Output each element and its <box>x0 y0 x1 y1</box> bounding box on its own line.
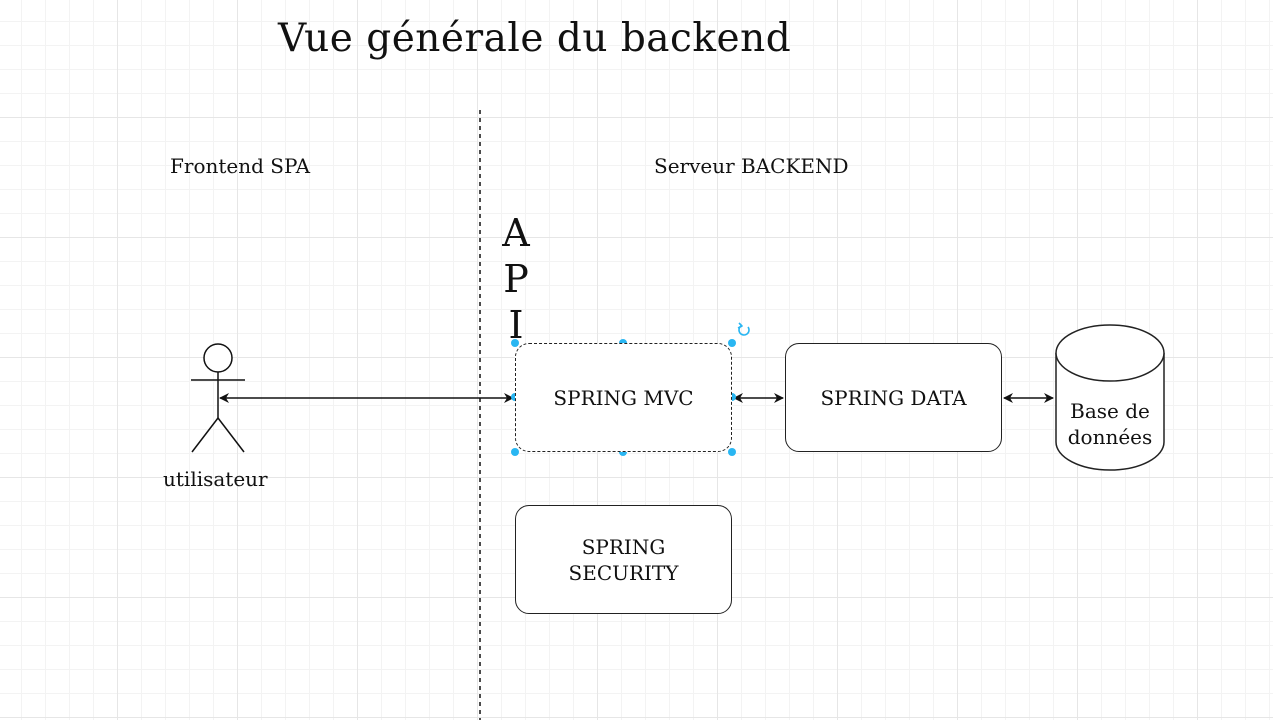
backend-zone-label: Serveur BACKEND <box>654 154 849 178</box>
spring-data-label: SPRING DATA <box>820 385 967 410</box>
resize-handle-ne <box>728 339 736 347</box>
api-vertical-label[interactable]: API <box>502 211 530 340</box>
spring-mvc-label: SPRING MVC <box>553 385 694 410</box>
database-label: Base de données <box>1067 399 1153 449</box>
diagram-title: Vue générale du backend <box>278 16 792 61</box>
spring-data-node[interactable]: SPRING DATA <box>785 343 1002 452</box>
actor-label: utilisateur <box>163 467 268 491</box>
stick-figure-actor-icon[interactable] <box>191 343 245 453</box>
spring-mvc-node[interactable]: SPRING MVC <box>515 343 732 452</box>
resize-handle-se <box>728 448 736 456</box>
spring-security-label: SPRING SECURITY <box>568 534 679 585</box>
resize-handle-sw <box>511 448 519 456</box>
frontend-zone-label: Frontend SPA <box>170 154 311 178</box>
spring-security-node[interactable]: SPRING SECURITY <box>515 505 732 614</box>
rotate-handle-icon[interactable] <box>737 322 750 336</box>
resize-handle-nw <box>511 339 519 347</box>
cylinder-database-icon[interactable] <box>1055 324 1165 471</box>
